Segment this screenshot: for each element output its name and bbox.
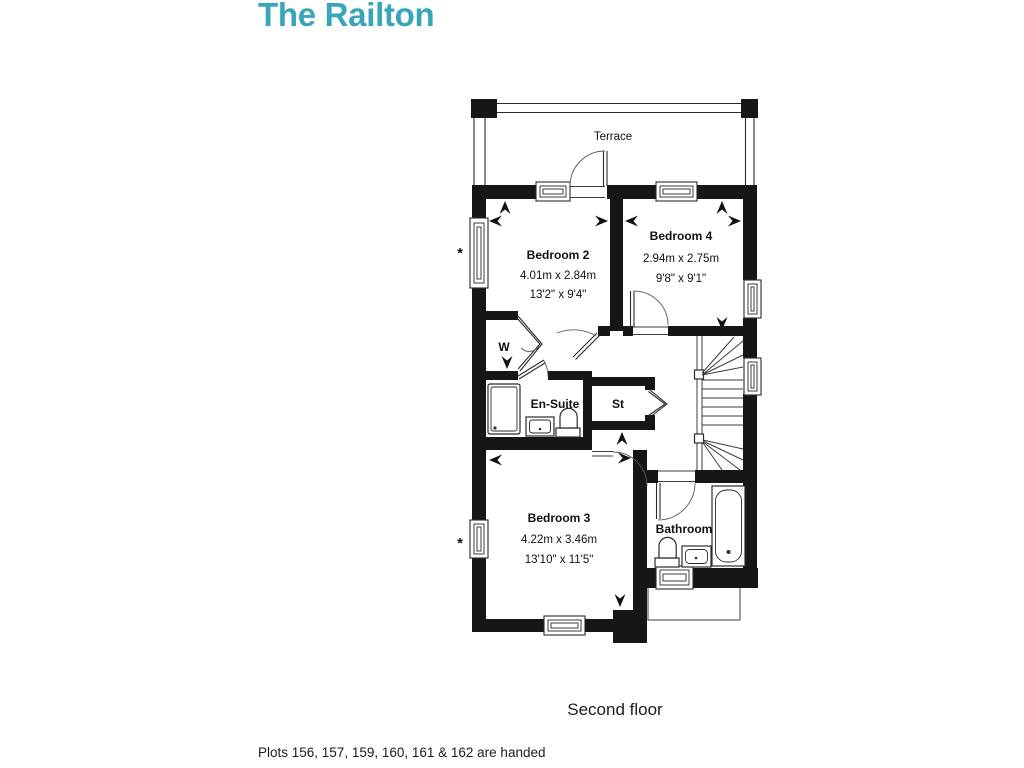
window [743,357,762,396]
window [543,615,586,636]
room-labels: Terrace Bedroom 2 4.01m x 2.84m 13'2" x … [498,131,719,566]
bedroom4-door [629,290,669,327]
terrace-structure [471,99,758,186]
terrace-door [569,150,608,187]
sink [681,545,712,568]
footnote: Plots 156, 157, 159, 160, 161 & 162 are … [258,745,546,760]
windows [469,181,762,636]
ensuite-door [517,359,549,380]
bedroom4-imperial: 9'8" x 9'1" [656,273,706,285]
window [655,181,698,202]
corner-block [741,99,758,118]
window [743,279,762,319]
bedroom4-metric: 2.94m x 2.75m [643,253,719,265]
bathroom-fixtures [654,485,746,568]
roof-outline [647,588,741,621]
bedroom2-imperial: 13'2" x 9'4" [530,289,587,301]
window [535,181,571,202]
floor-label: Second floor [567,700,663,719]
bathtub [711,485,746,567]
shower [487,383,521,435]
bathroom-label: Bathroom [656,522,713,536]
toilet [654,536,680,568]
sink [525,416,555,437]
bedroom3-metric: 4.22m x 3.46m [521,534,597,546]
store-label: St [612,397,624,411]
bedroom2-metric: 4.01m x 2.84m [520,270,596,282]
interior-walls [486,199,757,483]
bedroom3-label: Bedroom 3 [528,511,591,525]
doors [516,150,696,521]
bathroom-door [655,482,696,521]
page-title: The Railton [258,0,435,33]
bedroom4-label: Bedroom 4 [650,229,713,243]
wardrobe-label: W [498,340,510,354]
window [469,519,489,559]
corner-block [471,99,497,118]
ensuite-fixtures [487,383,581,438]
bedroom3-imperial: 13'10" x 11'5" [525,554,594,566]
window [469,217,489,289]
store-doors [648,389,668,418]
terrace-label: Terrace [594,131,632,143]
bedroom2-door [556,329,600,360]
toilet [555,407,581,438]
exterior-walls [472,185,758,643]
window [655,565,694,590]
staircase [693,336,744,471]
wardrobe-doors [516,315,543,372]
bedroom3-door [592,451,648,487]
bedroom2-label: Bedroom 2 [527,248,590,262]
escape-window-marker: * [457,535,463,552]
escape-window-marker: * [457,245,463,262]
ensuite-label: En-Suite [531,397,580,411]
